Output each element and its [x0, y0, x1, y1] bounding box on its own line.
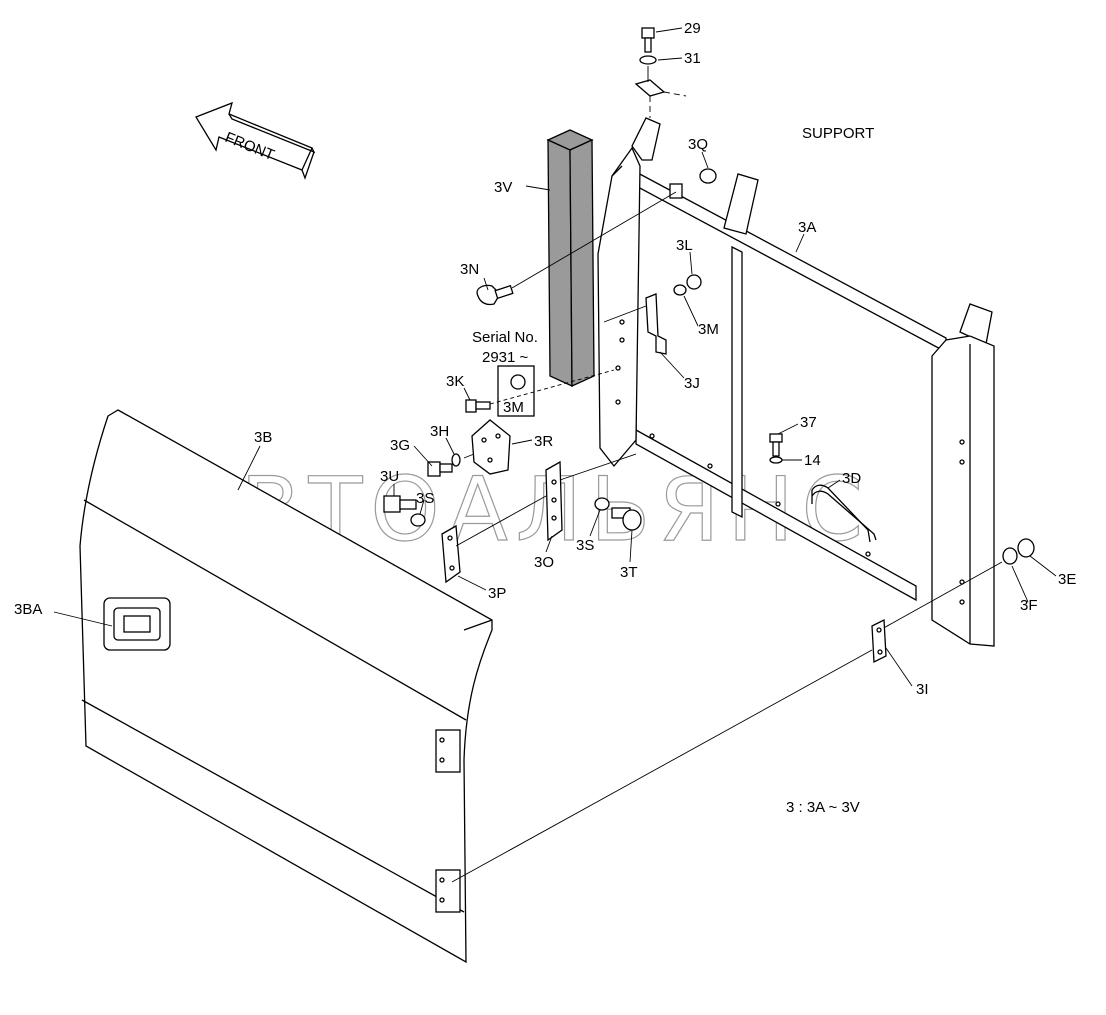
nut-3L — [686, 274, 702, 290]
top-bracket — [634, 79, 666, 97]
plate-3P — [441, 524, 461, 584]
callout-3J: 3J — [684, 375, 700, 392]
callout-3N: 3N — [460, 261, 479, 278]
range-note: 3 : 3A ~ 3V — [786, 799, 860, 816]
hinge-3O — [545, 460, 563, 542]
serial-note-line2: 2931 ~ — [482, 349, 529, 366]
callout-14: 14 — [804, 452, 821, 469]
callout-3T: 3T — [620, 564, 638, 581]
bolt-29 — [641, 27, 655, 53]
bolt-37 — [769, 433, 783, 457]
callout-31: 31 — [684, 50, 701, 67]
bolt-3N — [476, 284, 514, 306]
callout-3BA: 3BA — [14, 601, 42, 618]
callout-3I: 3I — [916, 681, 929, 698]
callout-29: 29 — [684, 20, 701, 37]
callout-3B: 3B — [254, 429, 272, 446]
washer-3M-serial — [510, 374, 526, 390]
door-panel — [79, 409, 493, 964]
callout-3P: 3P — [488, 585, 506, 602]
leader-lines — [53, 27, 1057, 687]
washer-3M — [673, 284, 687, 296]
front-arrow-icon: FRONT — [195, 101, 316, 180]
callout-37: 37 — [800, 414, 817, 431]
bolt-3U — [383, 495, 417, 513]
callout-3U: 3U — [380, 468, 399, 485]
callout-3A: 3A — [798, 219, 816, 236]
callout-3M-b: 3M — [503, 399, 524, 416]
callout-3S-a: 3S — [416, 490, 434, 507]
serial-note-line1: Serial No. — [472, 329, 538, 346]
serial-box — [497, 365, 535, 417]
callout-3K: 3K — [446, 373, 464, 390]
left-upright-panel — [597, 146, 641, 468]
nut-3Q — [699, 168, 717, 184]
seal-strip — [546, 129, 595, 388]
support-label: SUPPORT — [802, 125, 874, 142]
callout-3L: 3L — [676, 237, 693, 254]
bolt-3K — [465, 399, 491, 413]
plate-3I — [871, 618, 887, 664]
callout-3E: 3E — [1058, 571, 1076, 588]
callout-3D: 3D — [842, 470, 861, 487]
washer-31 — [639, 55, 657, 65]
callout-3V: 3V — [494, 179, 512, 196]
callout-3H: 3H — [430, 423, 449, 440]
bracket-3J — [645, 293, 667, 355]
lockwasher-3H — [451, 453, 461, 467]
bracket-3R — [471, 419, 511, 475]
callout-3Q: 3Q — [688, 136, 708, 153]
washer-3S-left — [410, 513, 426, 527]
callout-3S-b: 3S — [576, 537, 594, 554]
callout-3R: 3R — [534, 433, 553, 450]
support-frame — [631, 117, 995, 647]
nut-3E — [1017, 538, 1035, 558]
callout-3F: 3F — [1020, 597, 1038, 614]
callout-3M-a: 3M — [698, 321, 719, 338]
clip-3Q — [669, 183, 683, 199]
callout-3O: 3O — [534, 554, 554, 571]
washer-3F — [1002, 547, 1018, 565]
washer-14 — [769, 456, 783, 464]
callout-3G: 3G — [390, 437, 410, 454]
washer-3S-right — [594, 497, 610, 511]
